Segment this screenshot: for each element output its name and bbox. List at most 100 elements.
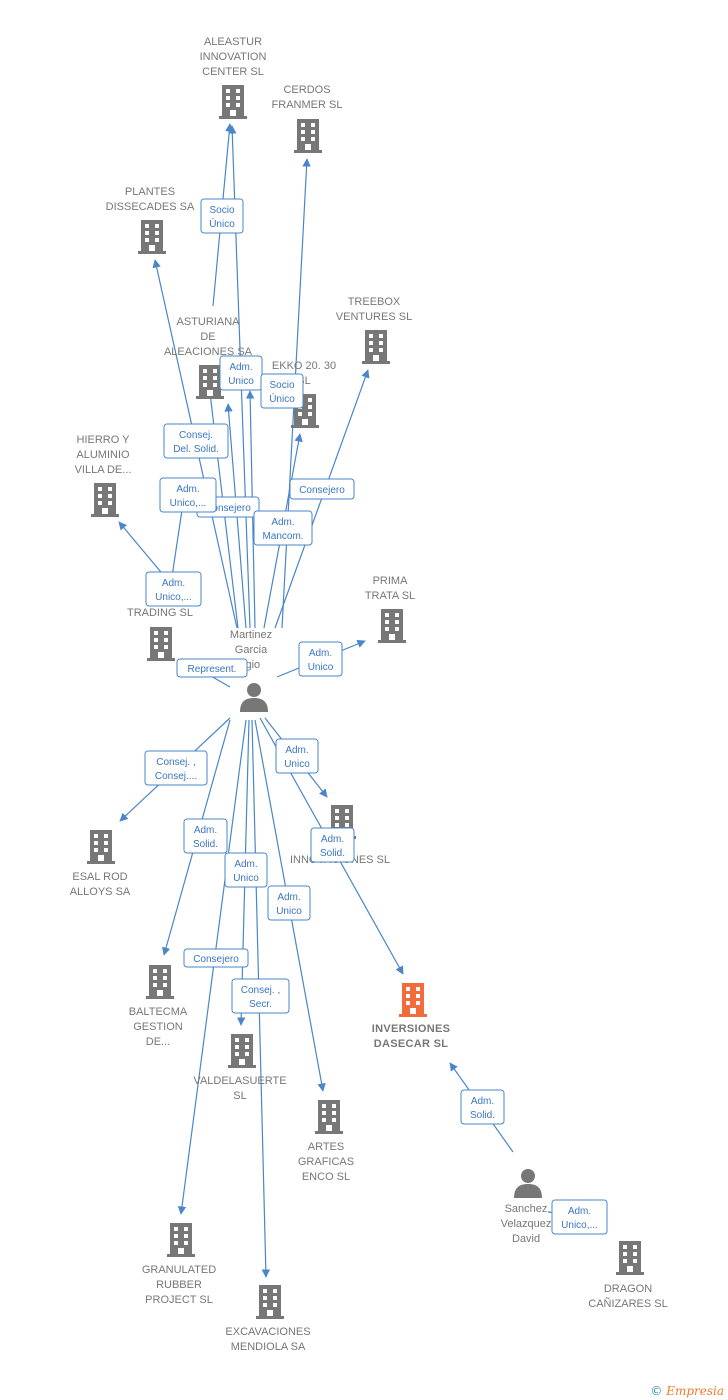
person-icon [240, 683, 268, 712]
role-label-granulated[interactable]: Consejero [183, 948, 249, 968]
role-label-prima[interactable]: Adm.Unico [298, 641, 343, 677]
role-label-text: Adm. [277, 892, 300, 903]
role-label-text: Unico,... [155, 592, 192, 603]
role-label-box[interactable] [159, 477, 217, 513]
node-label: PLANTES [125, 186, 175, 198]
role-label-box[interactable] [253, 510, 313, 546]
role-label-text: Adm. [471, 1096, 494, 1107]
node-label: Sanchez [505, 1203, 548, 1215]
role-label-trading[interactable]: Represent. [176, 658, 248, 678]
role-label-ekko[interactable]: Adm.Mancom. [253, 510, 313, 546]
role-label-text: Socio [269, 380, 294, 391]
node-label: GRAFICAS [298, 1156, 354, 1168]
node-label: EKKO 20. 30 [272, 360, 336, 372]
node-label: CERDOS [283, 84, 330, 96]
role-label-excavaciones[interactable]: Consej. ,Secr. [231, 978, 290, 1014]
role-label-box[interactable] [200, 198, 244, 234]
role-label-artes[interactable]: Adm.Unico [267, 885, 311, 921]
building-icon [256, 1285, 284, 1319]
role-label-box[interactable] [144, 750, 208, 786]
node-label: SL [233, 1090, 246, 1102]
role-label-inversiones[interactable]: Adm.Solid. [460, 1089, 505, 1125]
node-asturiana[interactable]: ASTURIANA DE ALEACIONES SA [164, 316, 253, 399]
role-label-box[interactable] [224, 852, 268, 888]
node-label: ASTURIANA [177, 316, 241, 328]
node-label: CENTER SL [202, 66, 264, 78]
role-label-box[interactable] [460, 1089, 505, 1125]
node-label: ALLOYS SA [70, 886, 131, 898]
role-label-box[interactable] [219, 355, 263, 391]
role-label-treebox[interactable]: Consejero [289, 478, 355, 500]
role-label-box[interactable] [183, 818, 228, 854]
node-label: David [512, 1233, 540, 1245]
node-label: DE... [146, 1036, 170, 1048]
role-label-text: Adm. [194, 825, 217, 836]
role-label-box[interactable] [260, 373, 304, 409]
role-label-text: Consej.... [155, 771, 197, 782]
role-label-hierro[interactable]: Adm.Unico,... [159, 477, 217, 513]
role-label-text: Adm. [176, 484, 199, 495]
role-label-text: Unico [284, 759, 310, 770]
role-label-trading[interactable]: Adm. Unico,... [145, 571, 202, 607]
role-label-innov[interactable]: Adm.Unico [275, 738, 319, 774]
role-label-text: Solid. [193, 839, 218, 850]
role-label-box[interactable] [145, 571, 202, 607]
role-label-box[interactable] [176, 658, 248, 678]
role-label-text: Mancom. [262, 531, 303, 542]
role-label-box[interactable] [275, 738, 319, 774]
role-label-text: Adm. [568, 1206, 591, 1217]
role-label-box[interactable] [298, 641, 343, 677]
role-label-text: Adm. [321, 834, 344, 845]
role-label-text: Adm. [162, 578, 185, 589]
role-label-box[interactable] [183, 948, 249, 968]
role-label-box[interactable] [289, 478, 355, 500]
role-label-asturiana[interactable]: Adm.Unico [219, 355, 263, 391]
building-icon [167, 1223, 195, 1257]
role-label-text: Del. Solid. [173, 444, 219, 455]
role-label-box[interactable] [551, 1199, 608, 1235]
role-label-baltecma[interactable]: Adm. Solid. [183, 818, 228, 854]
role-label-text: Adm. [229, 362, 252, 373]
role-label-box[interactable] [231, 978, 290, 1014]
role-label-plantes[interactable]: Consej.Del. Solid. [163, 423, 229, 459]
role-label-dragon[interactable]: Adm.Unico,... [551, 1199, 608, 1235]
role-label-box[interactable] [163, 423, 229, 459]
role-label-text: Adm. [234, 859, 257, 870]
node-label: DE [200, 331, 215, 343]
node-label: INNOVATION [200, 51, 267, 63]
role-label-text: Consej. , [156, 757, 195, 768]
node-label: ALEACIONES SA [164, 346, 253, 358]
node-label: Garcia [235, 644, 268, 656]
role-label-box[interactable] [267, 885, 311, 921]
node-baltecma[interactable]: BALTECMAGESTIONDE... [129, 965, 188, 1048]
building-icon [147, 627, 175, 661]
role-label-text: Consej. , [241, 985, 280, 996]
role-label-box[interactable] [310, 827, 355, 863]
role-label-valdelasuerte[interactable]: Adm.Unico [224, 852, 268, 888]
role-label-inversiones[interactable]: Adm.Solid. [310, 827, 355, 863]
node-label: VENTURES SL [336, 311, 412, 323]
role-label-text: Único [209, 217, 235, 230]
role-label-esal[interactable]: Consej. , Consej.... [144, 750, 208, 786]
footer-brand: © Empresia [650, 1384, 724, 1398]
role-label-text: Socio [209, 205, 234, 216]
building-icon [399, 983, 427, 1017]
